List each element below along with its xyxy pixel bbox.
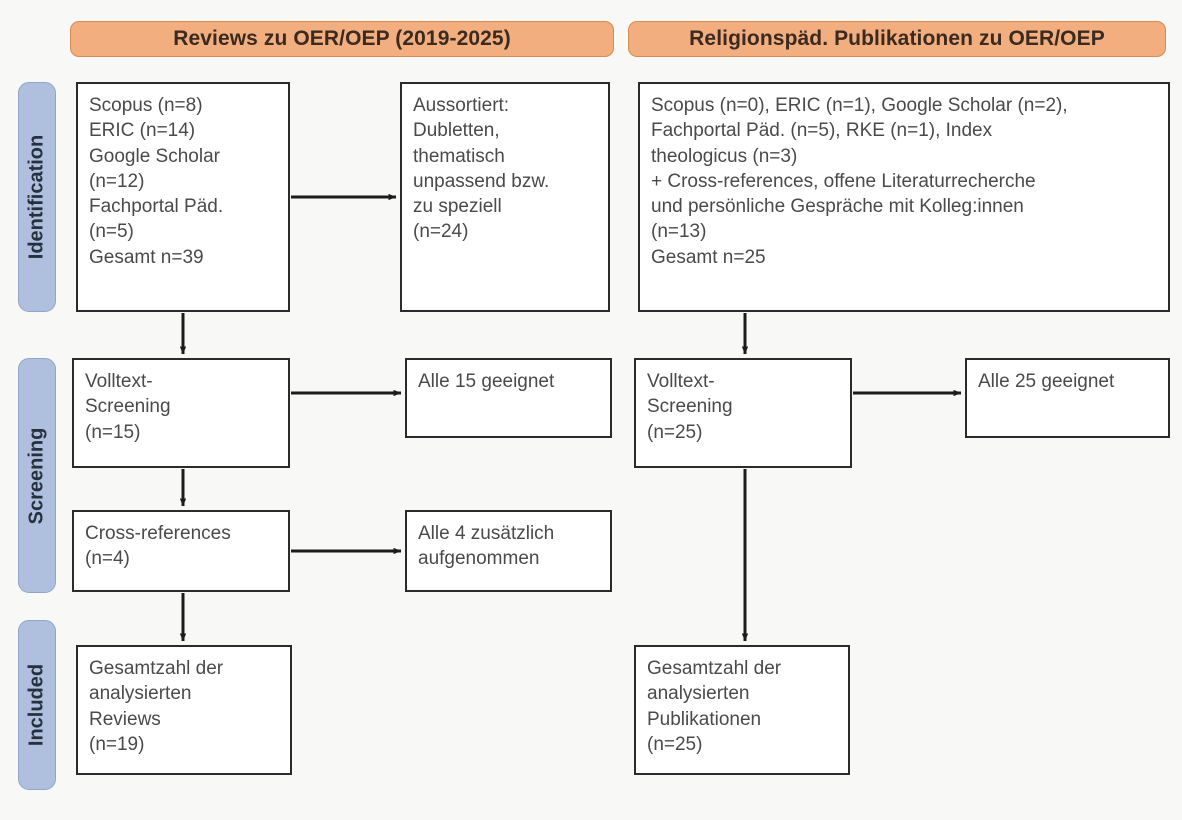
stage-tab-identification-label: Identification bbox=[25, 134, 48, 260]
box-left-excluded: Aussortiert: Dubletten, thematisch unpas… bbox=[400, 82, 610, 312]
stage-tab-included-label: Included bbox=[25, 663, 48, 747]
box-left-fulltext-screening: Volltext- Screening (n=15) bbox=[72, 358, 290, 468]
header-left-column: Reviews zu OER/OEP (2019-2025) bbox=[70, 21, 614, 57]
box-left-sources: Scopus (n=8) ERIC (n=14) Google Scholar … bbox=[76, 82, 290, 312]
box-right-fulltext-screening: Volltext- Screening (n=25) bbox=[634, 358, 852, 468]
box-left-cross-references-added: Alle 4 zusätzlich aufgenommen bbox=[405, 510, 612, 592]
stage-tab-identification: Identification bbox=[18, 82, 56, 312]
box-left-cross-references: Cross-references (n=4) bbox=[72, 510, 290, 592]
stage-tab-included: Included bbox=[18, 620, 56, 790]
box-right-included-total: Gesamtzahl der analysierten Publikatione… bbox=[634, 645, 850, 775]
box-right-sources: Scopus (n=0), ERIC (n=1), Google Scholar… bbox=[638, 82, 1170, 312]
box-left-all-suitable: Alle 15 geeignet bbox=[405, 358, 612, 438]
header-right-column: Religionspäd. Publikationen zu OER/OEP bbox=[628, 21, 1166, 57]
stage-tab-screening-label: Screening bbox=[25, 427, 48, 524]
box-right-all-suitable: Alle 25 geeignet bbox=[965, 358, 1170, 438]
box-left-included-total: Gesamtzahl der analysierten Reviews (n=1… bbox=[76, 645, 292, 775]
stage-tab-screening: Screening bbox=[18, 358, 56, 593]
